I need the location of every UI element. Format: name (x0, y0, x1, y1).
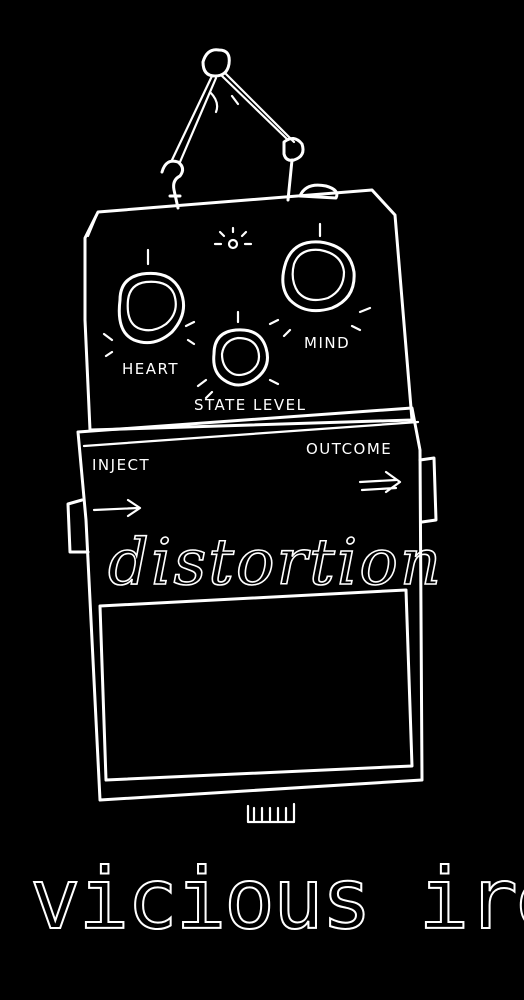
pedal-hinge-line (82, 420, 420, 448)
knob-label-state-level: STATE LEVEL (194, 396, 306, 414)
knob-ticks (102, 248, 196, 358)
led-light-icon (213, 226, 253, 250)
hanger (160, 48, 305, 210)
knob-heart[interactable] (102, 248, 196, 358)
effect-name: distortion (108, 526, 443, 600)
screw-hook-left-icon (160, 159, 185, 210)
screw-hook-right-icon (282, 137, 305, 202)
input-jack (66, 498, 90, 554)
output-arrow-right-icon (358, 470, 402, 494)
knob-state-level[interactable] (196, 310, 280, 400)
knob-mind[interactable] (268, 222, 372, 338)
knob-icon (281, 240, 356, 313)
output-label: OUTCOME (306, 440, 392, 458)
knob-ticks (268, 222, 372, 338)
footswitch-pad[interactable] (98, 588, 414, 782)
input-arrow-right-icon (92, 498, 142, 518)
knob-label-heart: HEART (122, 360, 179, 378)
band-name: vicious irene (30, 850, 524, 948)
knob-ticks (196, 310, 280, 400)
hanger-knot-icon (201, 48, 231, 78)
pedal-body (76, 406, 424, 802)
input-label: INJECT (92, 456, 150, 474)
dc-jack (246, 802, 296, 824)
battery-cap-icon (298, 183, 339, 200)
knob-icon (117, 271, 186, 345)
panel-edge (86, 210, 100, 238)
knob-label-mind: MIND (304, 334, 350, 352)
hanger-string (170, 72, 296, 164)
control-panel (83, 188, 414, 432)
output-jack (418, 456, 438, 524)
knob-icon (212, 328, 269, 387)
